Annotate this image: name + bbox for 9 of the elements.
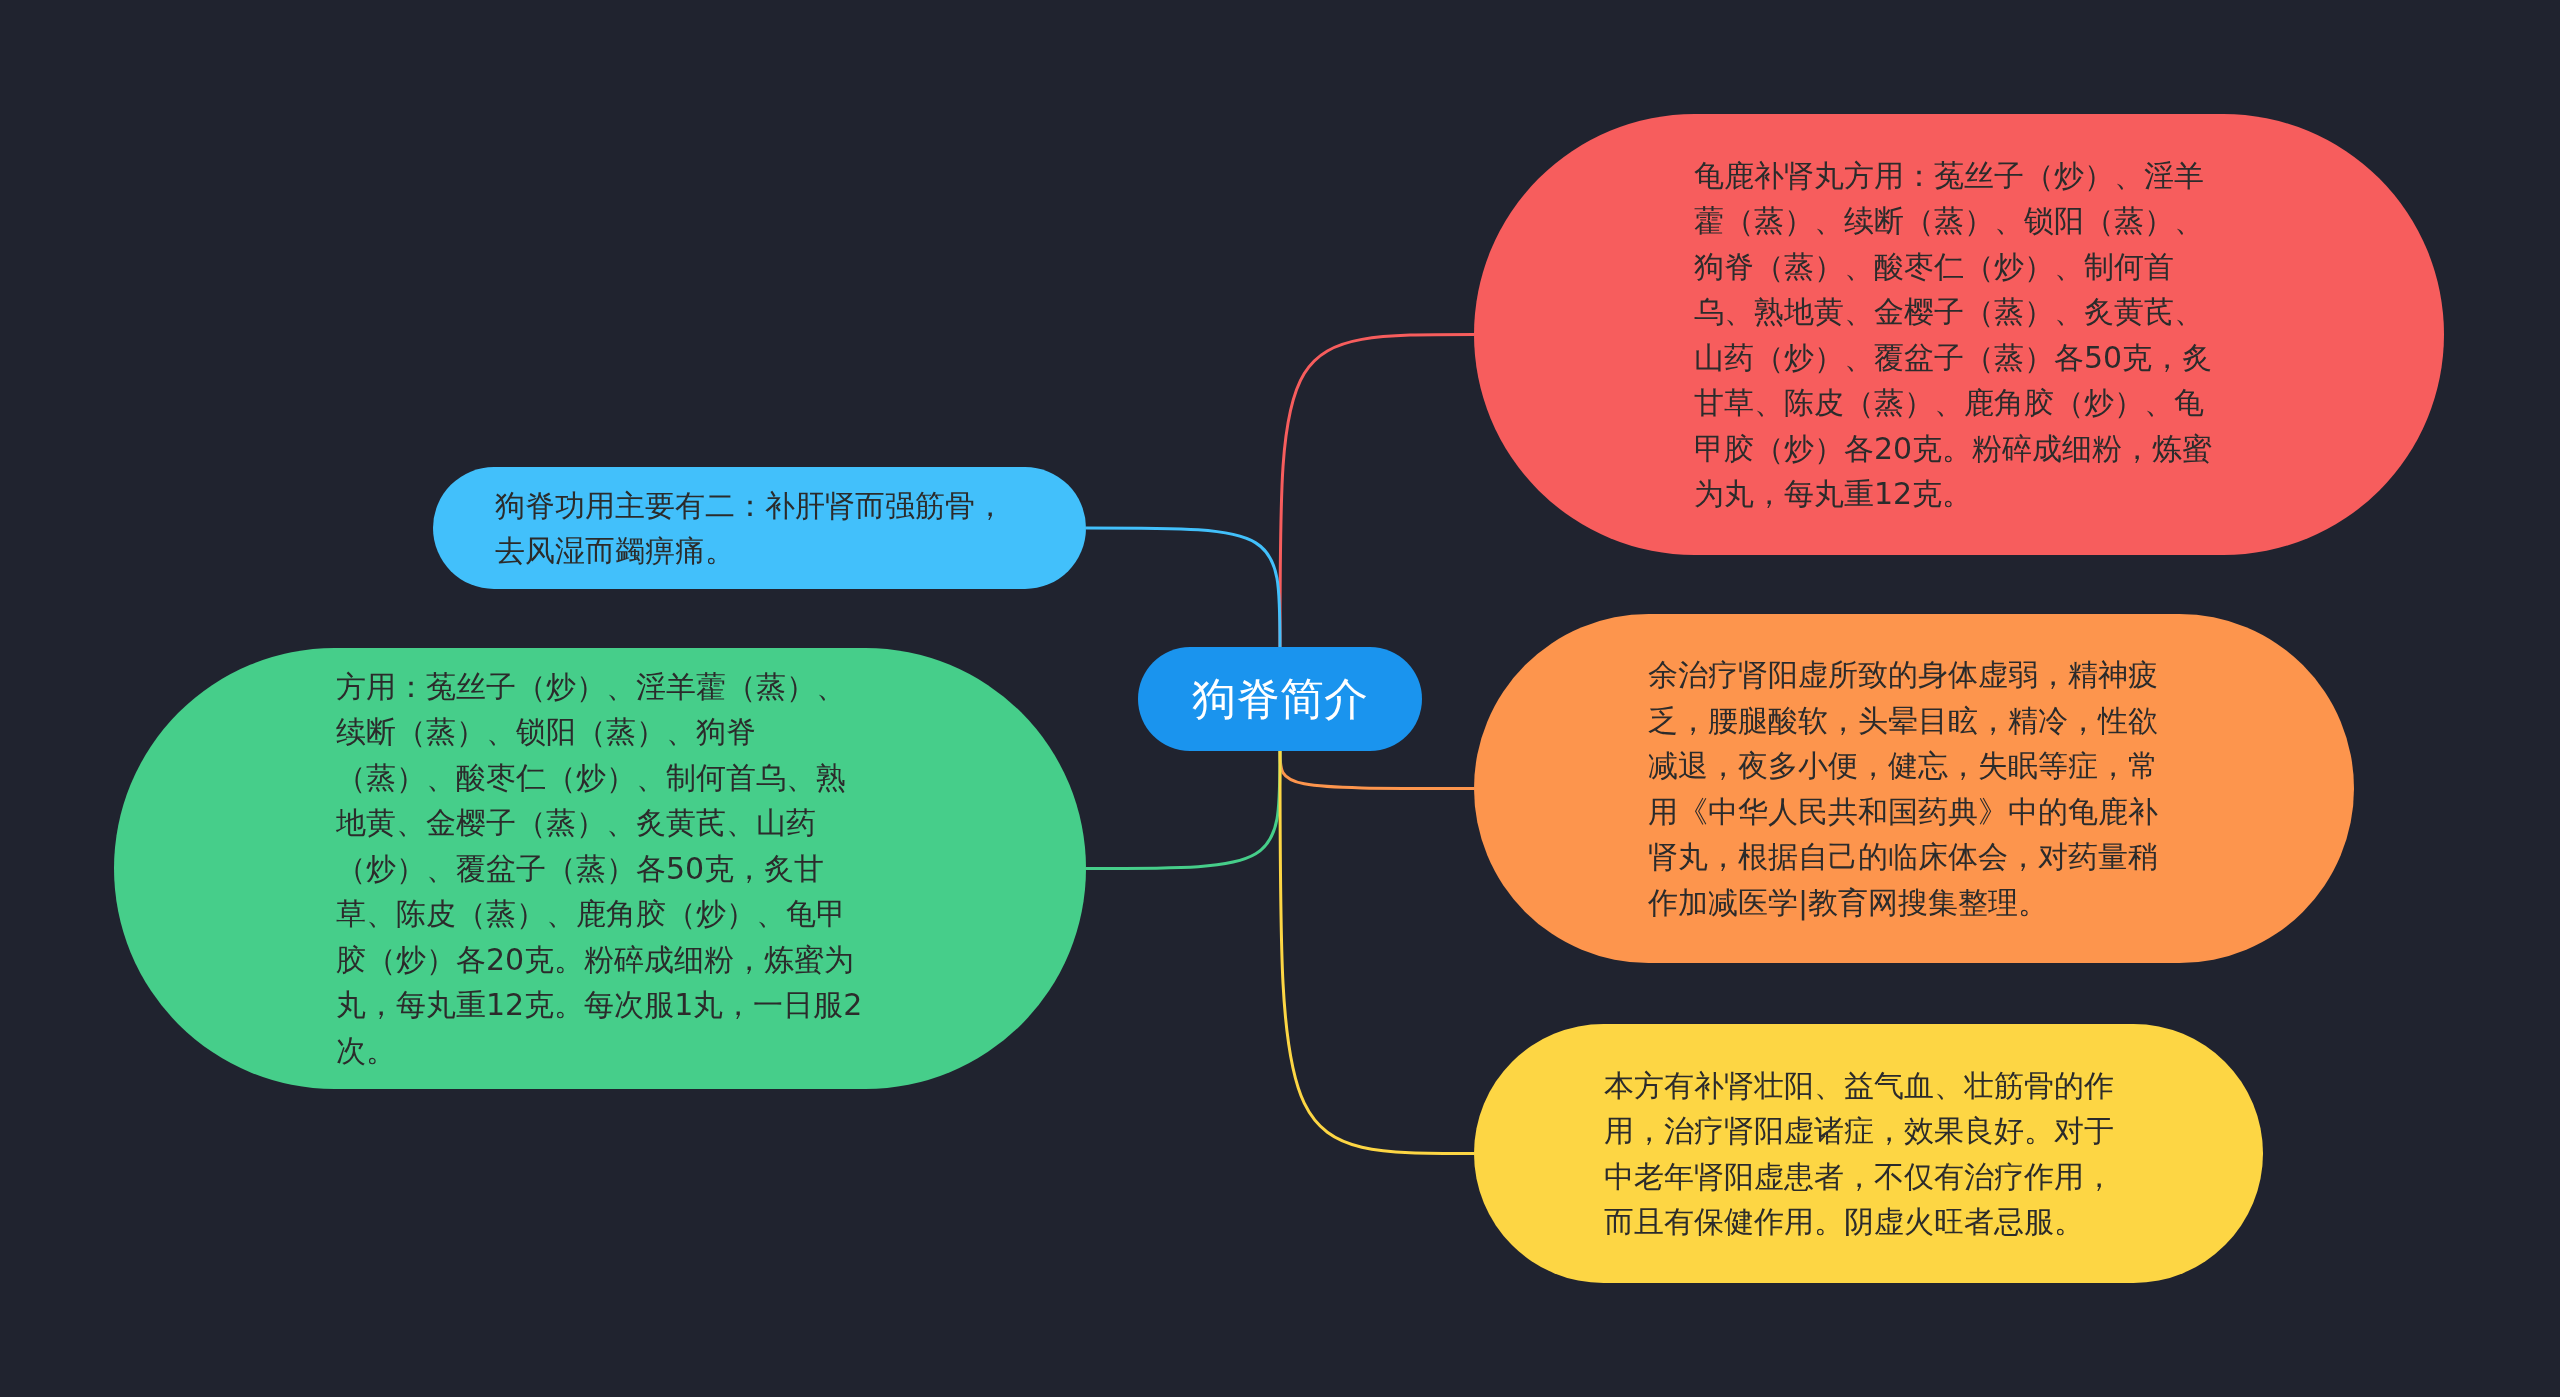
branch-text: 方用：菟丝子（炒）、淫羊藿（蒸）、续断（蒸）、锁阳（蒸）、狗脊（蒸）、酸枣仁（炒）、制何首乌、熟地黄、金樱子（蒸）、炙黄芪、山药（炒）、覆盆子（蒸）各50克，炙甘草、陈皮（蒸）、鹿角胶（炒）、龟甲胶（炒）各20克。粉碎成细粉，炼蜜为丸，每丸重12克。每次服1丸，一日服2次。 — [336, 667, 864, 1070]
connector-line — [1086, 526, 1282, 647]
topic-title: 狗脊简介 — [1192, 672, 1368, 726]
branch-text: 龟鹿补肾丸方用：菟丝子（炒）、淫羊藿（蒸）、续断（蒸）、锁阳（蒸）、狗脊（蒸）、酸枣仁（炒）、制何首乌、熟地黄、金樱子（蒸）、炙黄芪、山药（炒）、覆盆子（蒸）各50克，炙甘草、陈皮（蒸）、鹿角胶（炒）、龟甲胶（炒）各20克。粉碎成细粉，炼蜜为丸，每丸重12克。 — [1694, 156, 2214, 513]
branch-text: 余治疗肾阳虚所致的身体虚弱，精神疲乏，腰腿酸软，头晕目眩，精冷，性欲减退，夜多小便，健忘，失眠等症，常用《中华人民共和国药典》中的龟鹿补肾丸，根据自己的临床体会，对药量稍作加减医学|教育网搜集整理。 — [1648, 656, 2159, 923]
connector-line — [1278, 751, 1474, 1155]
connector-line — [1086, 751, 1282, 870]
branch-text: 狗脊功用主要有二：补肝肾而强筋骨，去风湿而蠲痹痛。 — [495, 486, 1006, 570]
branch-text: 本方有补肾壮阳、益气血、壮筋骨的作用，治疗肾阳虚诸症，效果良好。对于中老年肾阳虚患者，不仅有治疗作用，而且有保健作用。阴虚火旺者忌服。 — [1604, 1066, 2115, 1241]
